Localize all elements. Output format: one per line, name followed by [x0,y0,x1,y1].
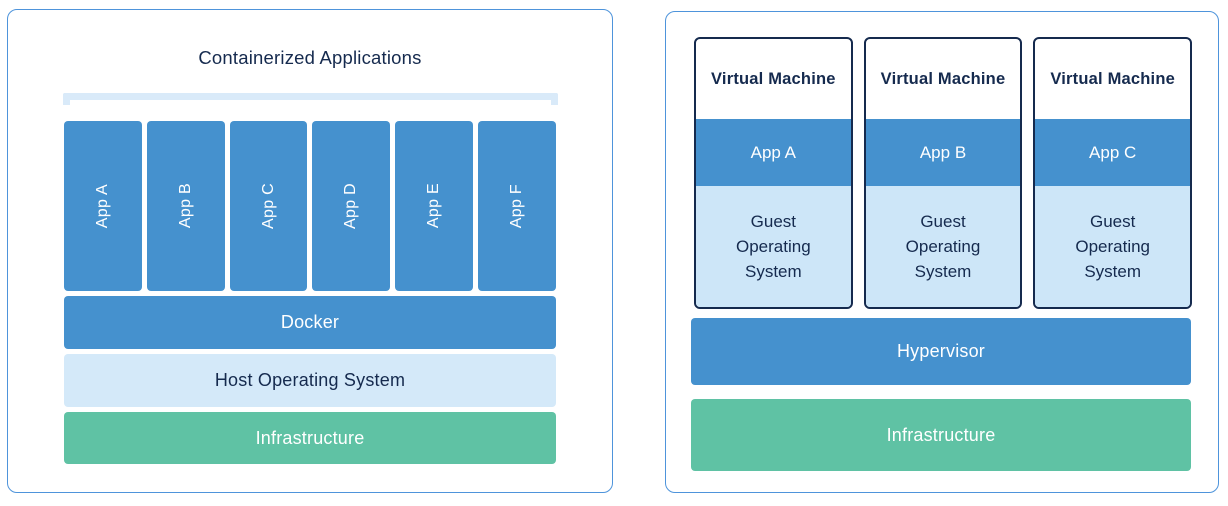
container-app-label: App F [508,183,526,229]
container-app-box: App A [64,121,142,291]
vm-title: Virtual Machine [1050,69,1175,88]
vm-guest-os-box: Guest Operating System [1035,186,1191,307]
vm-cards-row: Virtual Machine App A Guest Operating Sy… [694,37,1193,309]
containers-panel: Containerized Applications App A App B A… [7,9,613,493]
container-app-box: App C [229,121,308,291]
vm-panel: Virtual Machine App A Guest Operating Sy… [665,11,1219,493]
host-os-layer: Host Operating System [64,354,556,407]
vm-card: Virtual Machine App A Guest Operating Sy… [694,37,853,309]
vm-guest-os-box: Guest Operating System [865,186,1021,307]
container-app-box: App E [395,121,474,291]
vm-infrastructure-layer: Infrastructure [691,399,1191,471]
container-app-box: App D [312,121,391,291]
container-app-box: App B [146,121,225,291]
vm-guest-os-box: Guest Operating System [696,186,851,307]
container-app-label: App C [259,183,277,229]
container-app-box: App F [478,121,556,291]
vm-app-box: App B [865,119,1021,186]
vm-title: Virtual Machine [880,69,1006,88]
vm-card: Virtual Machine App C Guest Operating Sy… [1033,37,1193,309]
hypervisor-layer: Hypervisor [691,318,1191,385]
container-app-label: App E [425,183,443,229]
docker-layer: Docker [64,296,556,349]
vm-card: Virtual Machine App B Guest Operating Sy… [863,37,1023,309]
vm-app-box: App C [1035,119,1191,186]
infrastructure-layer: Infrastructure [64,412,556,464]
container-apps-row: App A App B App C App D App E App F [64,121,556,291]
vm-title: Virtual Machine [711,69,836,88]
vm-app-box: App A [696,119,851,186]
containers-group-bracket [62,93,558,105]
container-app-label: App B [176,183,194,229]
container-app-label: App A [93,183,111,229]
container-app-label: App D [342,183,360,229]
containers-title: Containerized Applications [198,47,422,68]
